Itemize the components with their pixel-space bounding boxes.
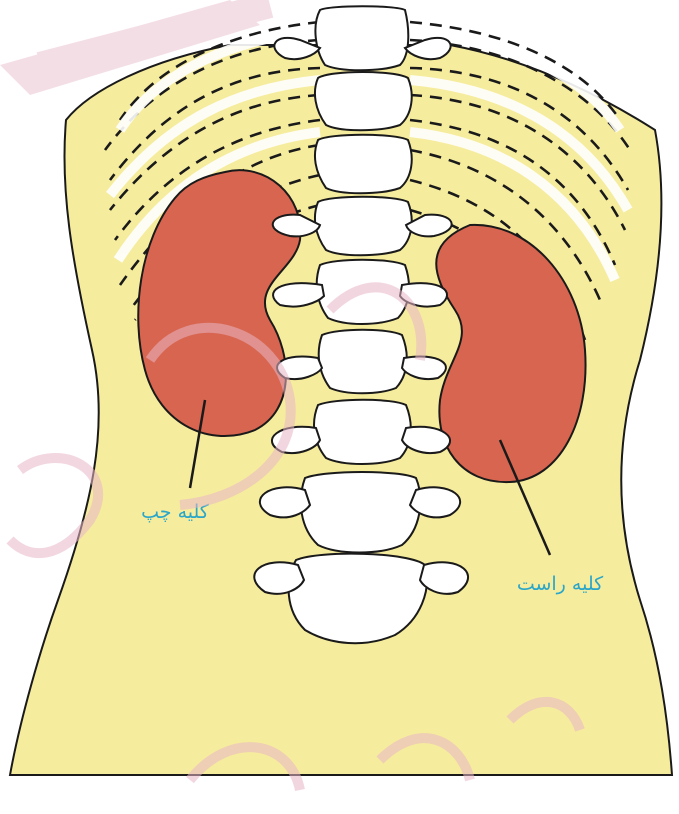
- right-kidney-label: کلیه راست: [517, 573, 604, 595]
